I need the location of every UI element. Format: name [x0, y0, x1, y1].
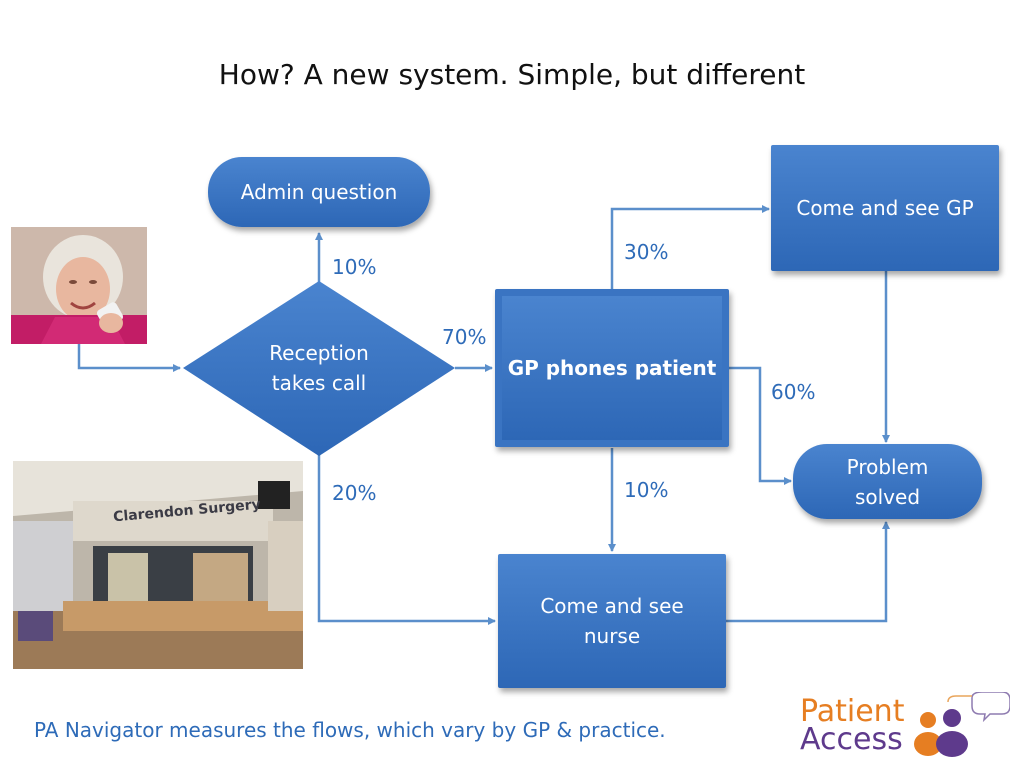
footer-note: PA Navigator measures the flows, which v… — [34, 718, 666, 742]
flow-label-gp-visit: 30% — [624, 240, 669, 264]
problem-solved-line2: solved — [854, 484, 921, 509]
gp-phones-patient-node: GP phones patient — [495, 289, 729, 447]
patient-illustration — [11, 227, 147, 344]
come-see-nurse-line2: nurse — [583, 624, 641, 648]
flow-label-nurse-from-reception: 20% — [332, 481, 377, 505]
problem-solved-line1: Problem — [846, 454, 929, 479]
flow-label-gp-phone: 70% — [442, 325, 487, 349]
flow-label-admin: 10% — [332, 255, 377, 279]
logo-people-icon — [914, 692, 1010, 757]
arrow-reception-to-nurse — [317, 453, 496, 625]
reception-decision: Reception takes call — [219, 338, 419, 398]
logo-word-patient: Patient — [800, 694, 905, 729]
admin-question-node: Admin question — [208, 157, 430, 227]
come-see-gp-node: Come and see GP — [771, 145, 999, 271]
problem-solved-node: Problem solved — [793, 444, 982, 519]
logo-word-access: Access — [800, 722, 903, 757]
arrow-photo-to-reception — [77, 343, 181, 372]
arrow-nurse-to-problem — [726, 521, 890, 623]
surgery-illustration — [13, 461, 303, 669]
arrow-gp-phone-to-problem — [729, 366, 792, 485]
reception-diamond — [183, 281, 455, 456]
reception-label-line2: takes call — [271, 371, 367, 395]
reception-label-line1: Reception — [269, 341, 369, 365]
patient-on-phone-photo — [11, 227, 147, 344]
come-see-nurse-line1: Come and see — [540, 594, 684, 618]
slide-title: How? A new system. Simple, but different — [218, 58, 806, 91]
patient-access-logo: Patient Access — [800, 692, 1010, 758]
admin-question-label: Admin question — [240, 180, 398, 204]
surgery-reception-photo: Clarendon Surgery — [13, 461, 303, 669]
arrow-gp-phone-to-gp-visit — [610, 205, 770, 296]
come-see-gp-label: Come and see GP — [796, 196, 974, 220]
come-see-nurse-node: Come and see nurse — [498, 554, 726, 688]
flow-label-problem-solved: 60% — [771, 380, 816, 404]
flow-label-nurse-from-gp: 10% — [624, 478, 669, 502]
gp-phones-patient-label: GP phones patient — [507, 356, 717, 380]
